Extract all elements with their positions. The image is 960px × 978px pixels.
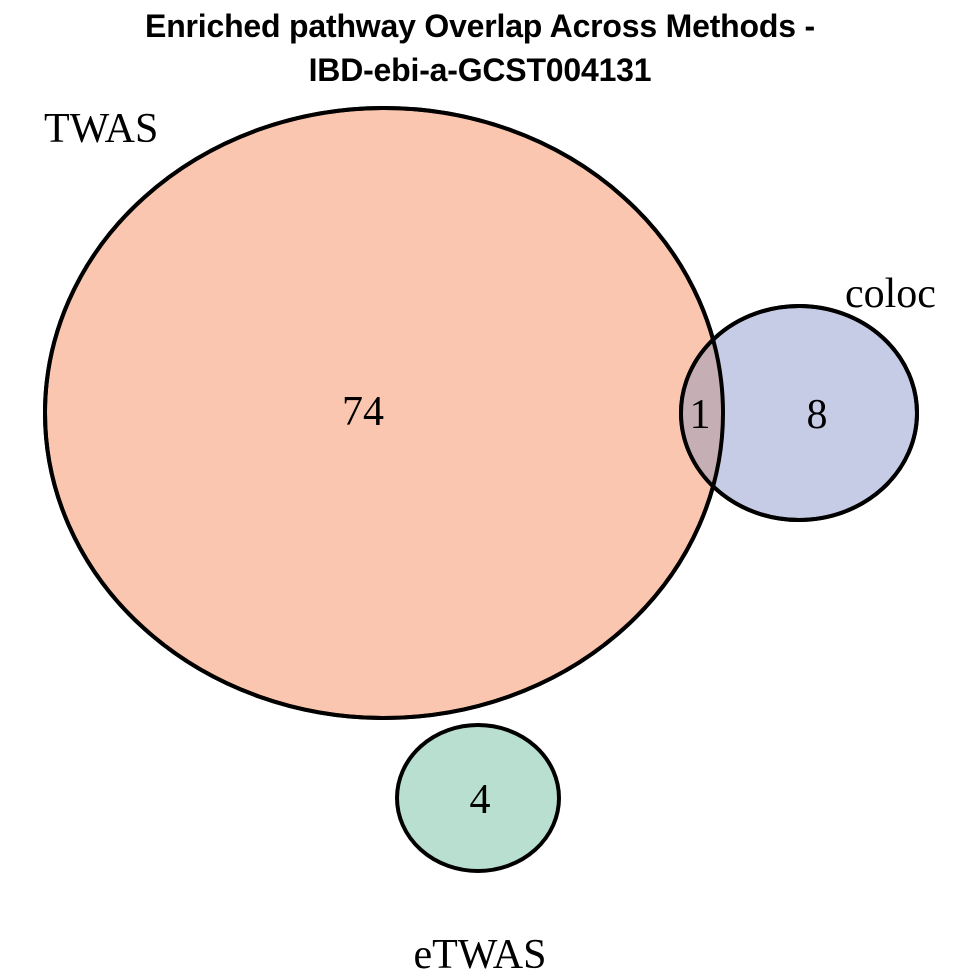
count-etwas-only: 4 [469, 777, 491, 823]
count-twas-only: 74 [342, 389, 384, 435]
page-title: Enriched pathway Overlap Across Methods … [145, 8, 815, 88]
set-label-twas: TWAS [44, 106, 159, 152]
venn-circle-twas[interactable] [43, 106, 725, 720]
count-coloc-only: 8 [806, 392, 828, 438]
count-twas-coloc-intersection: 1 [689, 392, 711, 438]
venn-circle-twas-outline [43, 106, 725, 720]
set-label-etwas: eTWAS [413, 932, 547, 978]
set-label-coloc: coloc [845, 271, 936, 317]
venn-circle-coloc-outline [679, 304, 919, 522]
venn-circle-etwas[interactable] [395, 723, 561, 873]
